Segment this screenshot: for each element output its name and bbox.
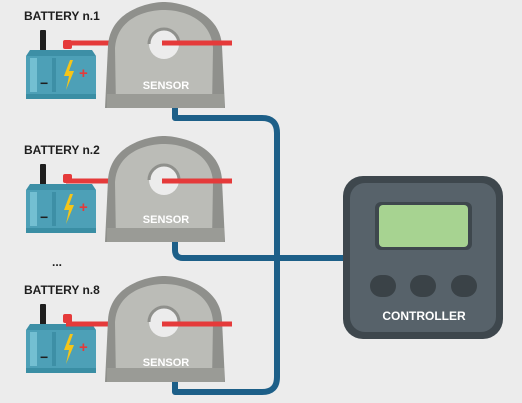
controller-button-1 (370, 275, 396, 297)
battery-row-2: BATTERY n.2 − + SENSOR (24, 136, 232, 242)
current-sensor-icon: SENSOR (105, 136, 225, 242)
battery-row-1: BATTERY n.1 − + SENSOR (24, 2, 232, 108)
battery-label-2: BATTERY n.2 (24, 143, 100, 157)
sensor-label-1: SENSOR (143, 80, 190, 92)
current-sensor-icon: SENSOR (105, 2, 225, 108)
battery-icon: − + (26, 164, 96, 233)
battery-minus-sign: − (40, 75, 48, 91)
battery-plus-sign: + (79, 199, 88, 216)
battery-icon: − + (26, 30, 96, 99)
battery-label-8: BATTERY n.8 (24, 283, 100, 297)
battery-label-1: BATTERY n.1 (24, 9, 100, 23)
sensor-label-2: SENSOR (143, 214, 190, 226)
controller-icon: CONTROLLER (343, 176, 503, 339)
ellipsis-more-batteries: ... (52, 255, 62, 269)
controller-screen (379, 205, 468, 247)
controller-button-2 (410, 275, 436, 297)
battery-icon: − + (26, 304, 96, 373)
bus-cable-sensor-2 (172, 239, 348, 261)
battery-minus-sign: − (40, 349, 48, 365)
bus-cable-sensor-8 (172, 255, 280, 395)
controller-button-3 (451, 275, 477, 297)
bus-cables (172, 105, 348, 395)
sensor-label-8: SENSOR (143, 357, 190, 369)
bus-cable-sensor-1 (172, 105, 280, 261)
battery-minus-sign: − (40, 209, 48, 225)
battery-row-8: BATTERY n.8 − + SENSOR (24, 276, 232, 382)
battery-plus-sign: + (79, 339, 88, 356)
current-sensor-icon: SENSOR (105, 276, 225, 382)
battery-plus-sign: + (79, 65, 88, 82)
controller-label: CONTROLLER (382, 309, 466, 323)
